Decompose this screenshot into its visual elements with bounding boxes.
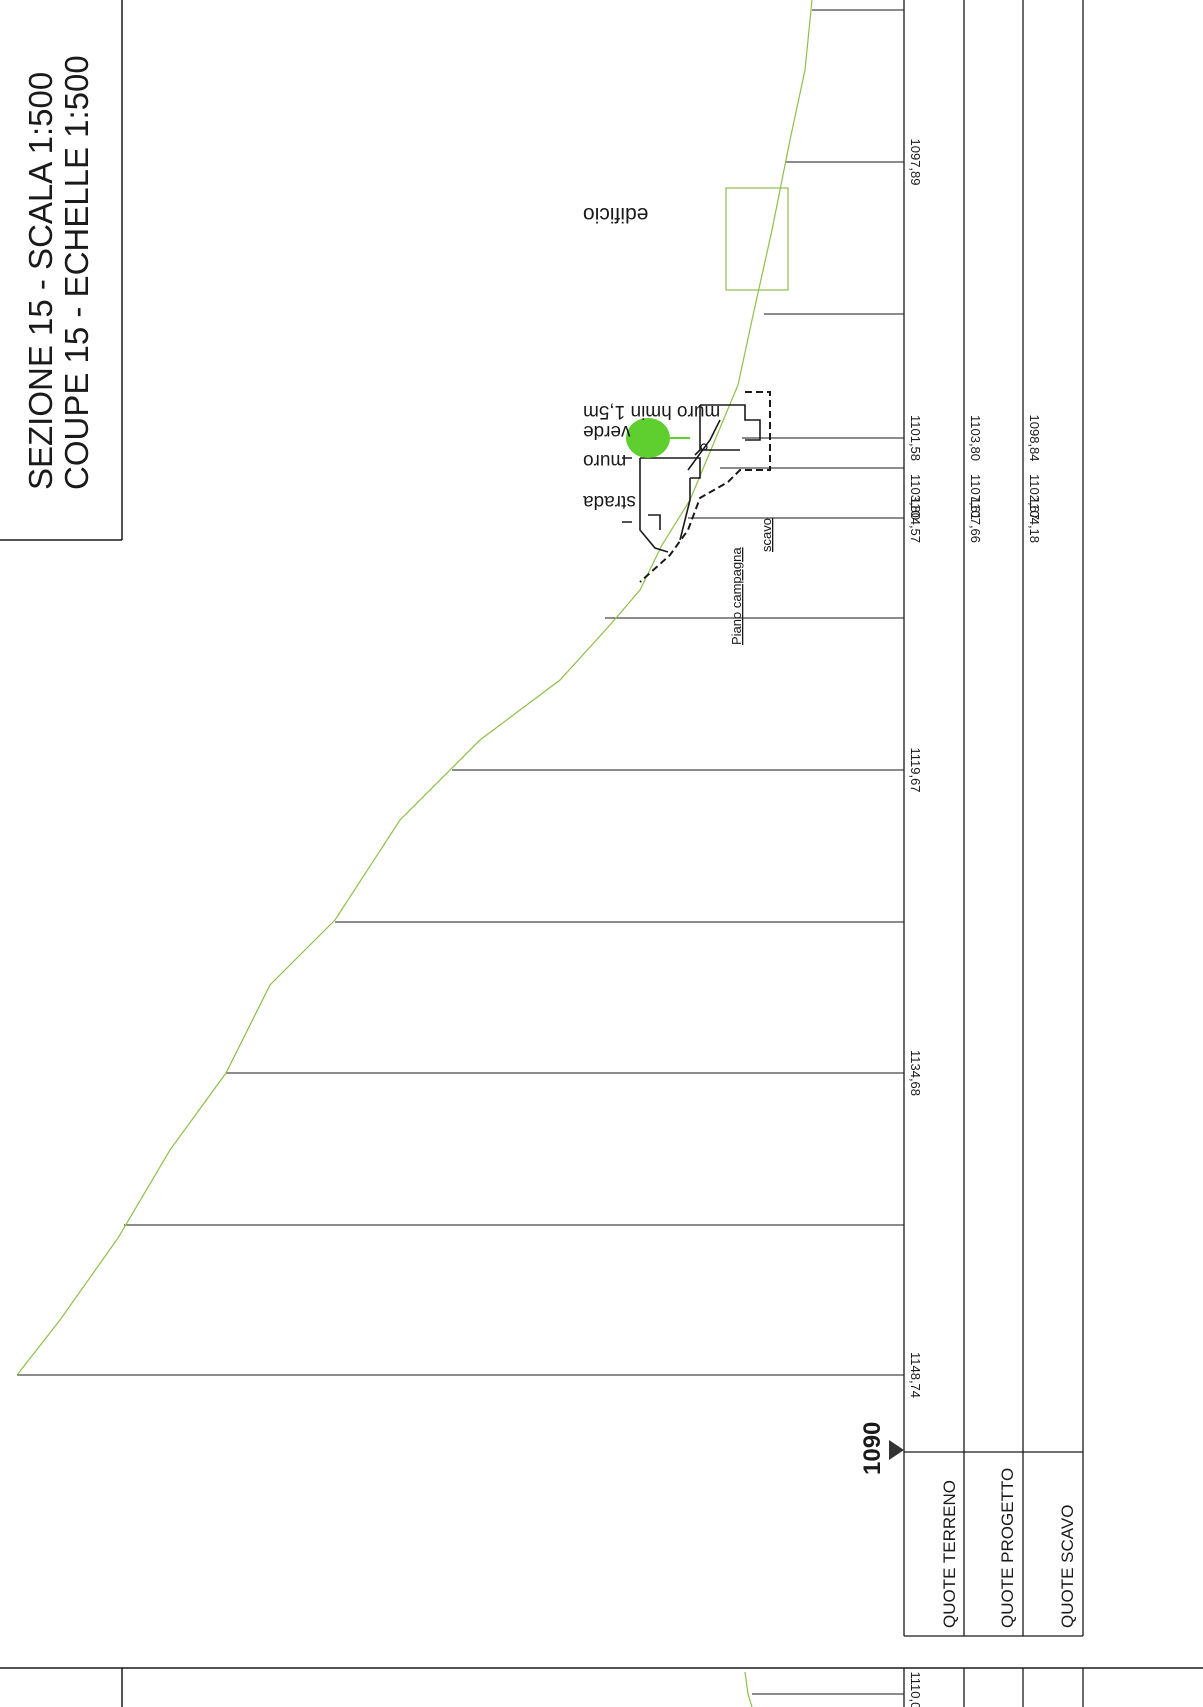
header-quote-terreno: QUOTE TERRENO xyxy=(940,1480,959,1628)
terreno-value: 1103,80 xyxy=(908,474,923,520)
terreno-value: 1119,67 xyxy=(908,747,923,792)
scavo-value: 1102,67 xyxy=(1027,474,1042,520)
scavo-value: 1104,18 xyxy=(1027,497,1042,543)
terreno-value: 1148,74 xyxy=(908,1352,923,1398)
progetto-value: 1107,61 xyxy=(968,474,983,520)
label-strada: strada xyxy=(583,491,636,512)
station-lines xyxy=(17,9,904,1695)
elevation-table xyxy=(903,0,1084,1707)
datum-triangle-icon xyxy=(889,1440,904,1460)
title-line-1: SEZIONE 15 - SCALA 1:500 xyxy=(22,72,59,490)
terreno-value: 1134,68 xyxy=(908,1050,923,1096)
label-verde: verde xyxy=(583,421,631,442)
terrain-profile xyxy=(16,0,813,1376)
tree-icon xyxy=(626,418,690,458)
header-quote-progetto: QUOTE PROGETTO xyxy=(998,1468,1017,1628)
progetto-value: 1103,80 xyxy=(968,415,983,461)
building-outline xyxy=(725,187,789,291)
terreno-value: 1097,89 xyxy=(908,139,923,186)
scavo-values: 1098,84 1102,67 1104,18 xyxy=(1027,415,1042,544)
progetto-values: 1103,80 1107,61 1107,66 xyxy=(968,415,983,543)
label-muro-hmin: muro hmin 1,5m xyxy=(583,401,720,422)
terreno-value: 1101,58 xyxy=(908,415,923,461)
label-piano-campagna: Piano campagna xyxy=(729,547,744,645)
title-block: SEZIONE 15 - SCALA 1:500 COUPE 15 - ECHE… xyxy=(0,0,123,541)
header-quote-scavo: QUOTE SCAVO xyxy=(1058,1505,1077,1628)
label-edificio: edificio xyxy=(583,203,648,226)
excavation-outline xyxy=(639,391,771,583)
wall-marker-icon xyxy=(700,443,708,451)
terreno-values: 1097,89 1101,58 1103,80 1104,57 1119,67 … xyxy=(908,139,923,1707)
terrain-profile-lower xyxy=(744,1671,753,1707)
bottom-frame xyxy=(0,1667,1203,1707)
road-wall-structure xyxy=(622,404,761,553)
label-scavo: scavo xyxy=(759,518,774,552)
title-line-2: COUPE 15 - ECHELLE 1:500 xyxy=(58,55,95,490)
label-muro: muro xyxy=(583,450,626,471)
terreno-value: 1110,00 xyxy=(908,1671,923,1707)
progetto-value: 1107,66 xyxy=(968,497,983,543)
scavo-value: 1098,84 xyxy=(1027,415,1042,462)
terreno-value: 1104,57 xyxy=(908,497,923,543)
datum-label: 1090 xyxy=(859,1422,886,1475)
